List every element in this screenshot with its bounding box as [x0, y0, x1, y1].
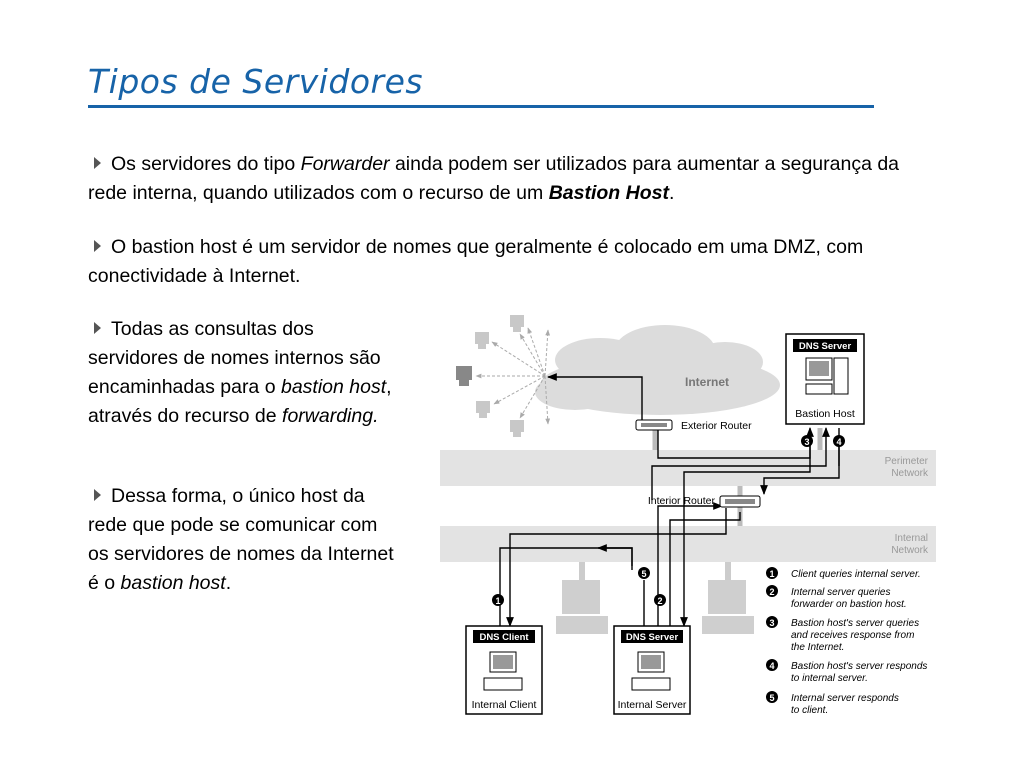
svg-text:Client queries internal server: Client queries internal server. [791, 569, 921, 580]
svg-text:5: 5 [641, 569, 646, 579]
interior-router [719, 495, 761, 508]
svg-text:to internal server.: to internal server. [791, 673, 868, 684]
p1-text-1: Os servidores do tipo [111, 153, 301, 175]
svg-text:the Internet.: the Internet. [791, 642, 844, 653]
svg-text:forwarder on bastion host.: forwarder on bastion host. [791, 599, 907, 610]
dns-client-box [465, 625, 543, 715]
svg-text:1: 1 [769, 569, 774, 579]
svg-text:Bastion host's server queries: Bastion host's server queries [791, 618, 919, 629]
svg-text:2: 2 [657, 596, 662, 606]
internet-hosts [456, 315, 524, 437]
perimeter-network-band [440, 450, 936, 486]
bullet-arrow-icon [94, 322, 101, 334]
p4-text-2: . [225, 572, 232, 594]
p2-text-1: O bastion host é um servidor de nomes qu… [88, 236, 864, 287]
internal-network-label: Internal [895, 533, 928, 544]
p3-forwarding: forwarding. [282, 405, 379, 427]
p3-text-1: Todas as consultas dos servidores de nom… [88, 318, 381, 398]
svg-text:to client.: to client. [791, 705, 828, 716]
svg-text:and receives response from: and receives response from [791, 630, 914, 641]
perimeter-network-label: Perimeter [885, 456, 929, 467]
bastion-host-box [785, 333, 865, 425]
internal-server-label: Internal Server [618, 699, 687, 711]
svg-text:3: 3 [769, 618, 774, 628]
exterior-router [635, 419, 673, 431]
internal-client-label: Internal Client [472, 699, 537, 711]
svg-text:5: 5 [769, 693, 774, 703]
exterior-router-label: Exterior Router [681, 420, 752, 432]
svg-text:1: 1 [495, 596, 500, 606]
svg-text:4: 4 [836, 437, 841, 447]
svg-text:Internal server queries: Internal server queries [791, 587, 891, 598]
paragraph-bastion: O bastion host é um servidor de nomes qu… [88, 233, 918, 291]
bullet-arrow-icon [94, 489, 101, 501]
p1-text-3: . [668, 182, 675, 204]
internal-dns-server-label: DNS Server [626, 632, 679, 643]
bullet-arrow-icon [94, 240, 101, 252]
p3-text-2: , através do recurso de [88, 376, 392, 427]
svg-text:2: 2 [769, 587, 774, 597]
bastion-dns-server-label: DNS Server [799, 341, 852, 352]
svg-text:Internal server responds: Internal server responds [791, 693, 899, 704]
internal-network-label-2: Network [891, 545, 929, 556]
title-underline [88, 105, 874, 108]
paragraph-unico-host: Dessa forma, o único host da rede que po… [88, 482, 398, 598]
dns-client-label: DNS Client [479, 632, 529, 643]
paragraph-forwarder: Os servidores do tipo Forwarder ainda po… [88, 150, 938, 208]
query-flow-lines [499, 373, 840, 627]
p3-bastion-host: bastion host [280, 376, 387, 398]
internal-hosts [556, 580, 754, 634]
internet-cloud [535, 325, 780, 415]
internet-label: Internet [685, 375, 729, 389]
paragraph-consultas: Todas as consultas dos servidores de nom… [88, 315, 398, 431]
internal-server-box [613, 625, 691, 715]
internet-query-arrows [475, 327, 551, 425]
p4-bastion-host: bastion host [120, 572, 226, 594]
p4-text-1: Dessa forma, o único host da rede que po… [88, 485, 394, 594]
p1-forwarder: Forwarder [300, 153, 390, 175]
p1-bastion-host: Bastion Host [548, 182, 669, 204]
svg-text:Bastion host's server responds: Bastion host's server responds [791, 661, 927, 672]
bastion-host-label: Bastion Host [795, 408, 855, 420]
perimeter-network-label-2: Network [891, 468, 929, 479]
network-diagram: Perimeter Network Internal Network Inter… [440, 315, 936, 716]
svg-text:3: 3 [804, 437, 809, 447]
interior-router-label: Interior Router [648, 495, 716, 507]
legend: 1 Client queries internal server. 2 Inte… [766, 567, 927, 716]
svg-text:4: 4 [769, 661, 774, 671]
internal-network-band [440, 526, 936, 562]
step-markers: 3 4 1 5 2 [492, 435, 845, 606]
bullet-arrow-icon [94, 157, 101, 169]
p1-text-2: ainda podem ser utilizados para aumentar… [88, 153, 900, 204]
slide-title: Tipos de Servidores [88, 62, 424, 101]
